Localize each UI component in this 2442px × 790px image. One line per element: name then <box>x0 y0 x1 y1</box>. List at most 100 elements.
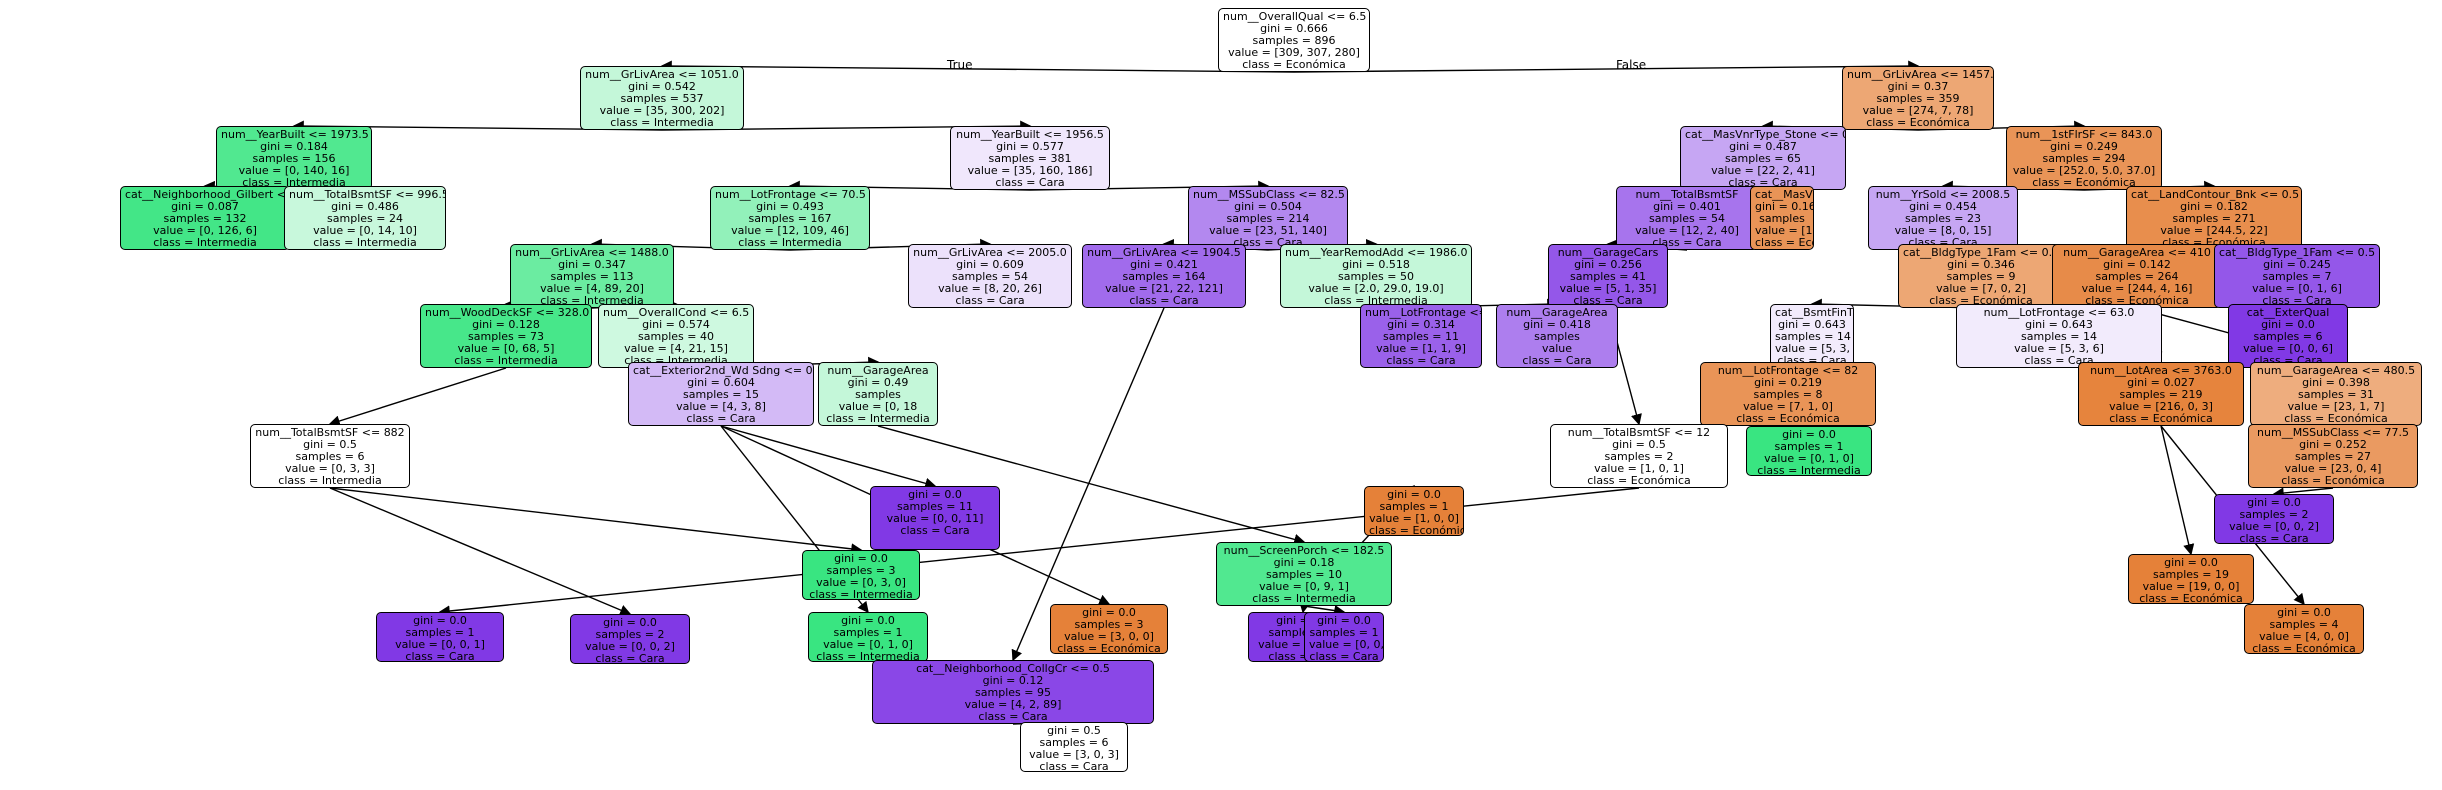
node-text-line: value = [23, 51, 140] <box>1209 224 1327 237</box>
node-text-line: class = Económica <box>1736 412 1840 425</box>
node-text-line: cat__BldgType_1Fam <= 0.5 <box>2219 246 2376 259</box>
node-text-line: cat__MasVnrArea <box>1755 188 1813 201</box>
node-text-line: cat__ExterQual <box>2246 306 2330 319</box>
node-text-line: value = [7, 0, 2] <box>1936 282 2026 295</box>
node-text-line: num__GrLivArea <= 2005.0 <box>913 246 1067 259</box>
node-text-line: samples = 1 <box>833 626 903 639</box>
node-text-line: gini = 0.401 <box>1653 200 1721 213</box>
node-text-line: samples = 50 <box>1338 270 1414 283</box>
node-text-line: value = [10, 0 <box>1755 224 1813 237</box>
node-text-line: num__MSSubClass <= 82.5 <box>1193 188 1345 201</box>
node-text-line: class = Económica <box>2085 294 2189 307</box>
node-text-line: num__YrSold <= 2008.5 <box>1875 188 2011 201</box>
edge-label-true: True <box>947 58 973 72</box>
node-text-line: gini = 0.252 <box>2299 438 2367 451</box>
node-text-line: samples = 537 <box>620 92 704 105</box>
node-text-line: num__GarageArea <= 410 <box>2063 246 2211 259</box>
node-text-line: num__YearBuilt <= 1973.5 <box>221 128 369 141</box>
node-text-line: value = [4, 2, 89] <box>964 698 1062 711</box>
node-text-line: class = Intermedia <box>454 354 558 367</box>
node-text-line: class = Cara <box>2024 354 2094 367</box>
node-text-line: value = [3, 0, 3] <box>1029 748 1119 761</box>
node-text-line: num__GrLivArea <= 1051.0 <box>585 68 739 81</box>
node-text-line: gini = 0.0 <box>1782 428 1836 441</box>
node-text-line: gini = 0.0 <box>2277 606 2331 619</box>
node-text-line: class = Económica <box>1242 58 1346 71</box>
node-text-line: samples = 6 <box>295 450 365 463</box>
node-text-line: value = [0, 0, 1] <box>395 638 485 651</box>
node-text-line: value = [23, 0, 4] <box>2284 462 2382 475</box>
node-text-line: value = [1, 0, 0] <box>1369 512 1459 525</box>
node-text-line: num__LotArea <= 3763.0 <box>2090 364 2232 377</box>
node-text-line: class = Cara <box>1039 760 1109 772</box>
node-text-line: class = Cara <box>1652 236 1722 249</box>
node-text-line: value = [35, 160, 186] <box>967 164 1093 177</box>
node-text-line: gini = 0.0 <box>2247 496 2301 509</box>
node-text-line: samples = 54 <box>952 270 1028 283</box>
node-text-line: value = [0, 0, 2] <box>585 640 675 653</box>
node-text-line: samples = 73 <box>468 330 544 343</box>
node-text-line: cat__LandContour_Bnk <= 0.5 <box>2131 188 2300 201</box>
node-text-line: value = [23, 1, 7] <box>2287 400 2385 413</box>
node-text-line: num__GarageArea <box>1506 306 1608 319</box>
node-text-line: gini = 0.182 <box>2180 200 2248 213</box>
node-text-line: class = Cara <box>1268 650 1338 662</box>
node-text-line: samples = 11 <box>897 500 973 513</box>
node-text-line: num__ScreenPorch <= 182.5 <box>1223 544 1385 557</box>
node-text-line: samples = 1 <box>1774 440 1844 453</box>
node-text-line: value = [2.0, 29.0, 19.0] <box>1308 282 1444 295</box>
node-text-line: gini = 0.486 <box>331 200 399 213</box>
node-text-line: num__WoodDeckSF <= 328.0 <box>425 306 590 319</box>
node-text-line: class = Cara <box>1522 354 1592 367</box>
node-text-line: gini = 0.0 <box>908 488 962 501</box>
node-text-line: class = Cara <box>1386 354 1456 367</box>
node-text-line: samples = 2 <box>2239 508 2309 521</box>
node-text-line: samples = 264 <box>2095 270 2179 283</box>
node-text-line: value = [0, 0, 6] <box>2243 342 2333 355</box>
node-text-line: gini = 0.0 <box>1317 614 1371 627</box>
node-text-line: value = [274, 7, 78] <box>1862 104 1974 117</box>
node-text-line: class = Económica <box>2032 176 2136 189</box>
node-text-line: value = [8, 20, 26] <box>938 282 1042 295</box>
node-text-line: value = [22, 2, 41] <box>1711 164 1815 177</box>
node-text-line: gini = 0.49 <box>847 376 909 389</box>
node-text-line: value = [0, 3, 0] <box>816 576 906 589</box>
node-text-line: gini = 0.142 <box>2103 258 2171 271</box>
node-text-line: num__YearBuilt <= 1956.5 <box>956 128 1104 141</box>
node-text-line: samples = 40 <box>638 330 714 343</box>
node-text-line: value = [0, 140, 16] <box>238 164 350 177</box>
node-text-line: value = [0, 9, 1] <box>1259 580 1349 593</box>
node-text-line: value = [216, 0, 3] <box>2109 400 2213 413</box>
node-text-line: class = Económica <box>1057 642 1161 654</box>
node-text-line: gini = 0.421 <box>1130 258 1198 271</box>
node-text-line: num__LotFrontage <= 63.0 <box>1983 306 2135 319</box>
node-text-line: value = [4, 21, 15] <box>624 342 728 355</box>
node-text-line: samples = 15 <box>683 388 759 401</box>
node-text-line: class = Cara <box>1728 176 1798 189</box>
node-text-line: value = [0, 68, 5] <box>457 342 555 355</box>
node-text-line: gini = 0.487 <box>1729 140 1797 153</box>
node-text-line: samples = 23 <box>1905 212 1981 225</box>
node-text-line: gini = 0.314 <box>1387 318 1455 331</box>
node-text-line: gini = 0.087 <box>171 200 239 213</box>
node-text-line: samples = 271 <box>2172 212 2256 225</box>
node-text-line: value = [244, 4, 16] <box>2081 282 2193 295</box>
